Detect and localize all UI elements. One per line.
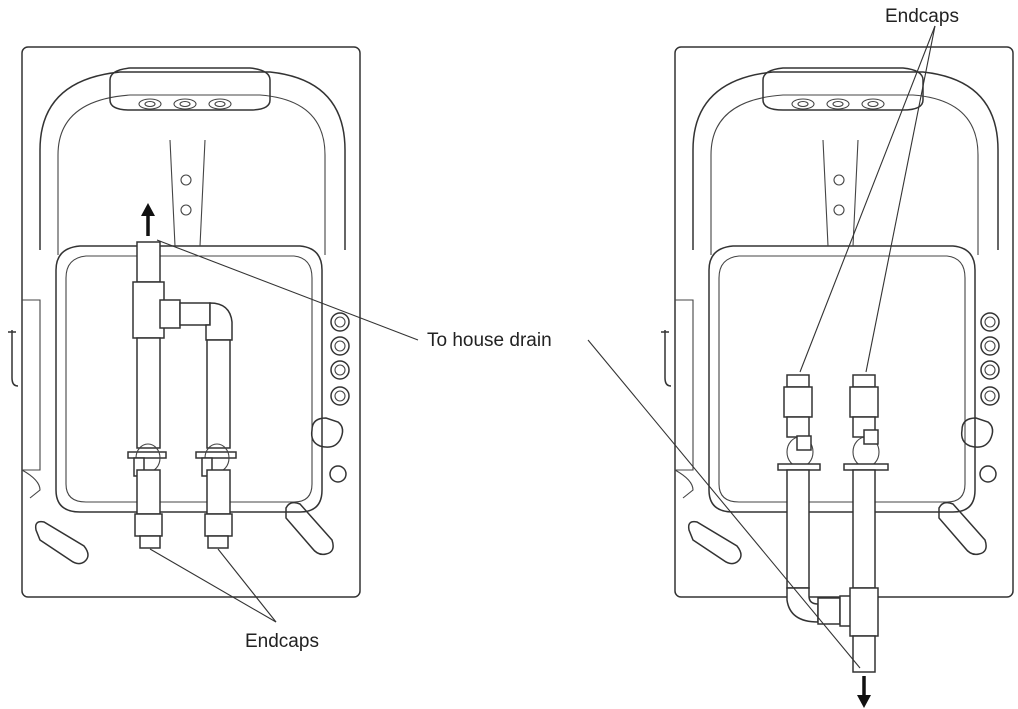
left-headrest (109, 67, 271, 111)
right-control-knob-icon (960, 417, 994, 448)
left-door-handle-icon (8, 330, 19, 387)
endcaps-leader-bottom-a (149, 548, 277, 623)
endcaps-leader-top-a (799, 25, 936, 373)
right-tub-view (661, 46, 1014, 708)
left-control-knob-icon (310, 417, 344, 448)
left-tub-deck (21, 46, 361, 598)
endcaps-leader-bottom-b (217, 548, 277, 623)
right-grab-bar-left (687, 520, 742, 565)
left-seat-hole (180, 204, 192, 216)
left-side-jets (330, 312, 350, 406)
right-drain-arrow-down-icon (857, 676, 871, 708)
left-seat-divider (169, 139, 206, 247)
right-door-strip (675, 299, 694, 471)
right-headrest (762, 67, 924, 111)
left-endcap-b (207, 535, 229, 549)
endcaps-label-bottom: Endcaps (245, 631, 319, 652)
endcaps-leader-top-b (865, 25, 936, 373)
left-grab-bar-right (285, 501, 334, 556)
left-headrest-jets (138, 98, 232, 110)
left-seat-hole (180, 174, 192, 186)
house-drain-leader-right (587, 339, 861, 669)
right-tub-backrest-inner (710, 94, 979, 255)
right-door-latch (674, 469, 694, 499)
left-grab-bar-left (34, 520, 89, 565)
endcaps-label-top: Endcaps (885, 6, 959, 27)
right-drain-piping (777, 374, 889, 673)
right-drain-knob-icon (979, 465, 997, 483)
right-tub-basin-inner (718, 255, 966, 503)
right-seat-hole (833, 204, 845, 216)
left-tub-basin (55, 245, 323, 513)
right-tub-backrest (692, 71, 999, 250)
left-tub-basin-inner (65, 255, 313, 503)
left-tub-backrest (39, 71, 346, 250)
house-drain-label: To house drain (427, 330, 552, 351)
right-tub-basin (708, 245, 976, 513)
leader-lines (149, 25, 936, 669)
left-tub-view (8, 46, 361, 598)
left-door-latch (21, 469, 41, 499)
house-drain-leader-left (156, 239, 419, 341)
left-tub-backrest-inner (57, 94, 326, 255)
right-headrest-jets (791, 98, 885, 110)
right-grab-bar-right (938, 501, 987, 556)
right-side-jets (980, 312, 1000, 406)
left-drain-knob-icon (329, 465, 347, 483)
left-drain-piping (127, 241, 237, 549)
right-seat-hole (833, 174, 845, 186)
right-endcap-a (786, 374, 810, 388)
left-endcap-a (139, 535, 161, 549)
left-drain-arrow-up-icon (141, 203, 155, 236)
right-seat-divider (822, 139, 859, 247)
right-endcap-b (852, 374, 876, 388)
right-door-handle-icon (661, 330, 672, 387)
left-door-strip (22, 299, 41, 471)
